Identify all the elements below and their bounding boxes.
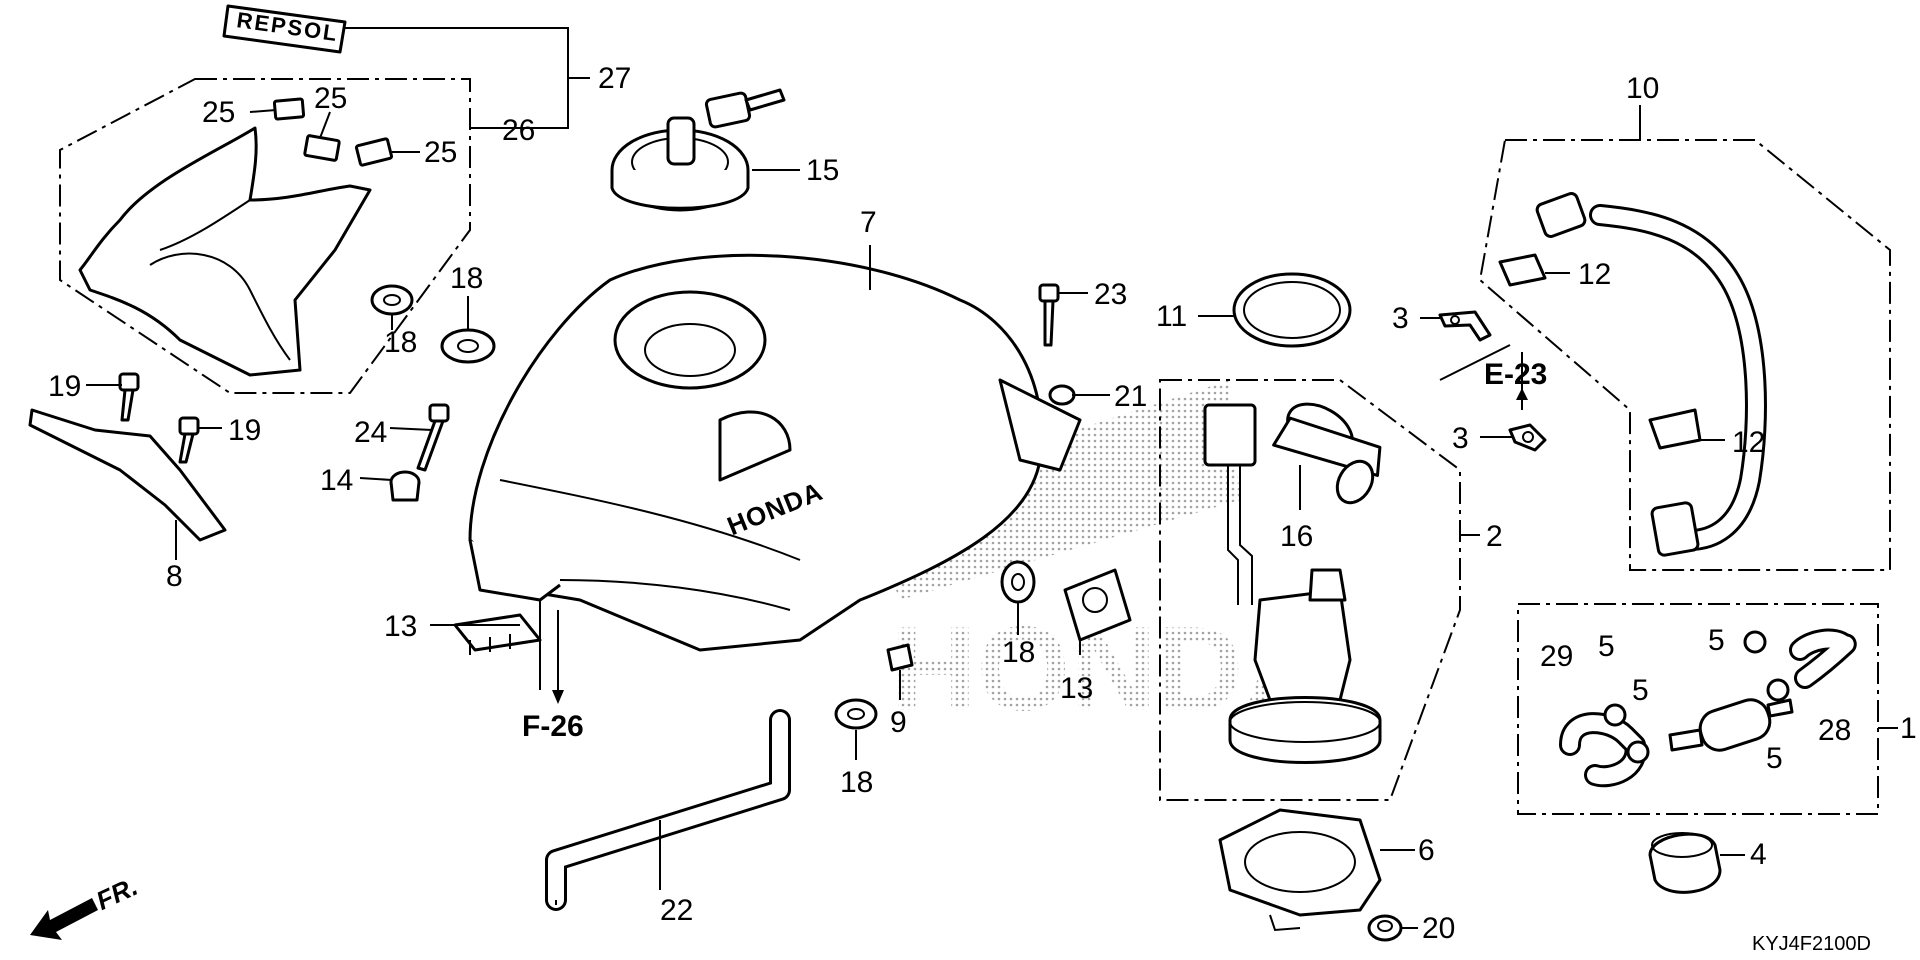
label-3-top: 3 bbox=[1392, 302, 1409, 335]
label-12-bottom: 12 bbox=[1732, 426, 1765, 459]
label-5-c: 5 bbox=[1708, 624, 1725, 657]
bolt-parts bbox=[118, 283, 1060, 472]
label-16: 16 bbox=[1280, 520, 1313, 553]
label-19-left: 19 bbox=[48, 370, 81, 403]
nut-part bbox=[1367, 914, 1403, 942]
label-18-top: 18 bbox=[450, 262, 483, 295]
reference-arrows bbox=[552, 388, 1528, 704]
label-18-left: 18 bbox=[384, 326, 417, 359]
label-25-right: 25 bbox=[424, 136, 457, 169]
washer-part bbox=[1048, 384, 1076, 406]
pump-group-boundary bbox=[1159, 379, 1461, 801]
grommet-part bbox=[1648, 832, 1722, 894]
fuel-feed-hose-part bbox=[1535, 192, 1767, 557]
label-1: 1 bbox=[1900, 712, 1917, 745]
part-number-labels: 27 25 25 25 26 15 7 18 18 19 19 24 14 8 … bbox=[48, 62, 1917, 945]
front-direction-arrow: FR. bbox=[30, 871, 142, 940]
fuel-tank-part: HONDA bbox=[468, 253, 1082, 652]
label-20: 20 bbox=[1422, 912, 1455, 945]
filter-set-boundary bbox=[1517, 603, 1879, 815]
label-24: 24 bbox=[354, 416, 387, 449]
setting-plate-part bbox=[1218, 808, 1382, 932]
fuel-cap-part bbox=[610, 88, 786, 212]
fuel-pump-part bbox=[1203, 403, 1382, 764]
fuel-pump-packing-part bbox=[1232, 272, 1352, 348]
label-9: 9 bbox=[890, 706, 907, 739]
label-13-left: 13 bbox=[384, 610, 417, 643]
collar-part bbox=[389, 470, 421, 502]
label-3-bottom: 3 bbox=[1452, 422, 1469, 455]
seal-part bbox=[886, 643, 914, 672]
tank-decal-part: REPSOL bbox=[222, 4, 347, 54]
mount-rubber-parts bbox=[453, 568, 1132, 655]
label-22: 22 bbox=[660, 894, 693, 927]
label-21: 21 bbox=[1114, 380, 1147, 413]
drawing-code: KYJ4F2100D bbox=[1752, 933, 1871, 955]
label-12-top: 12 bbox=[1578, 258, 1611, 291]
label-11: 11 bbox=[1156, 300, 1187, 333]
label-4: 4 bbox=[1750, 838, 1767, 871]
cover-pad-parts bbox=[272, 97, 394, 167]
label-5-b: 5 bbox=[1632, 674, 1649, 707]
label-26: 26 bbox=[502, 114, 535, 147]
stay-part bbox=[28, 408, 227, 542]
label-28: 28 bbox=[1818, 714, 1851, 747]
breather-tube-part bbox=[545, 709, 791, 911]
label-15: 15 bbox=[806, 154, 839, 187]
label-2: 2 bbox=[1486, 520, 1503, 553]
label-27: 27 bbox=[598, 62, 631, 95]
label-18-mid: 18 bbox=[1002, 636, 1035, 669]
fuel-filter-part bbox=[1272, 402, 1382, 505]
filter-set-parts bbox=[1559, 628, 1857, 788]
label-23: 23 bbox=[1094, 278, 1127, 311]
front-marker-text: FR. bbox=[92, 871, 143, 916]
label-13-right: 13 bbox=[1060, 672, 1093, 705]
label-29: 29 bbox=[1540, 640, 1573, 673]
tank-cover-part bbox=[78, 126, 372, 377]
label-8: 8 bbox=[166, 560, 183, 593]
cover-group-boundary bbox=[59, 78, 471, 394]
damper-rubber-parts bbox=[370, 284, 1036, 730]
label-19-right: 19 bbox=[228, 414, 261, 447]
label-14: 14 bbox=[320, 464, 353, 497]
ref-f26: F-26 bbox=[522, 710, 584, 743]
label-25-left: 25 bbox=[202, 96, 235, 129]
label-5-d: 5 bbox=[1766, 742, 1783, 775]
hose-group-boundary bbox=[1478, 139, 1891, 571]
label-5-a: 5 bbox=[1598, 630, 1615, 663]
label-7: 7 bbox=[860, 206, 877, 239]
label-18-bottom: 18 bbox=[840, 766, 873, 799]
tube-clip-parts bbox=[1438, 310, 1547, 452]
leader-lines bbox=[86, 27, 1898, 929]
label-25-top: 25 bbox=[314, 82, 347, 115]
ref-e23: E-23 bbox=[1484, 358, 1547, 391]
label-10: 10 bbox=[1626, 72, 1659, 105]
label-6: 6 bbox=[1418, 834, 1435, 867]
